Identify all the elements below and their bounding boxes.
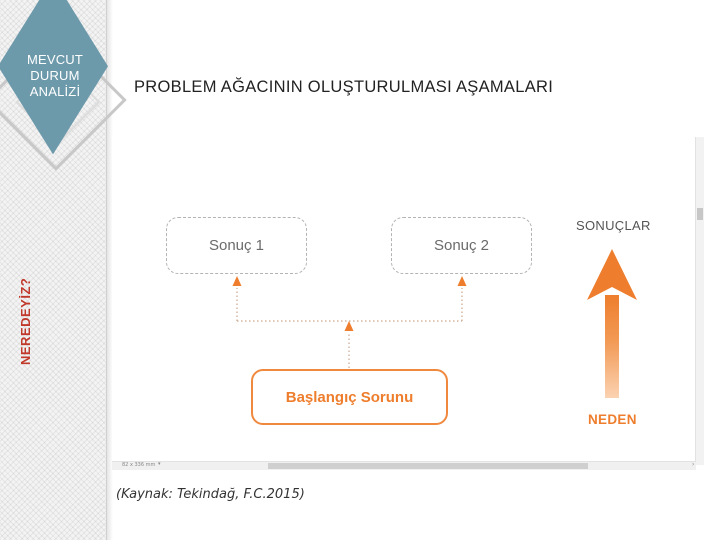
strip-shadow (107, 0, 113, 540)
slide-title: PROBLEM AĞACININ OLUŞTURULMASI AŞAMALARI (134, 78, 554, 96)
arrowhead-to-sonuc1 (232, 276, 242, 286)
cause-effect-arrow (587, 249, 637, 398)
start-problem-box: Başlangıç Sorunu (251, 369, 448, 425)
badge-line-2: DURUM (30, 68, 80, 83)
result-box-1-label: Sonuç 1 (208, 237, 265, 254)
start-problem-label: Başlangıç Sorunu (285, 388, 414, 406)
source-citation: (Kaynak: Tekindağ, F.C.2015) (116, 487, 305, 502)
zoom-readout: 82 x 336 mm (122, 462, 156, 468)
dotted-connector-lines (236, 288, 463, 368)
result-box-2: Sonuç 2 (391, 217, 532, 274)
horizontal-scrollbar-thumb[interactable] (268, 463, 588, 469)
result-box-2-label: Sonuç 2 (433, 237, 490, 254)
badge-line-3: ANALİZİ (29, 84, 81, 99)
arrowhead-to-branch (344, 321, 354, 331)
badge-line-1: MEVCUT (26, 52, 84, 67)
section-badge-label: MEVCUT DURUM ANALİZİ (14, 52, 96, 100)
zoom-dropdown-caret-icon[interactable]: ▾ (158, 461, 161, 467)
arrowhead-to-sonuc2 (457, 276, 467, 286)
scroll-right-arrow-icon[interactable]: › (692, 461, 695, 468)
axis-top-label: SONUÇLAR (576, 218, 651, 233)
axis-bottom-label: NEDEN (588, 412, 637, 427)
result-box-1: Sonuç 1 (166, 217, 307, 274)
vertical-scrollbar[interactable] (695, 137, 704, 465)
vertical-scrollbar-thumb[interactable] (697, 208, 703, 220)
